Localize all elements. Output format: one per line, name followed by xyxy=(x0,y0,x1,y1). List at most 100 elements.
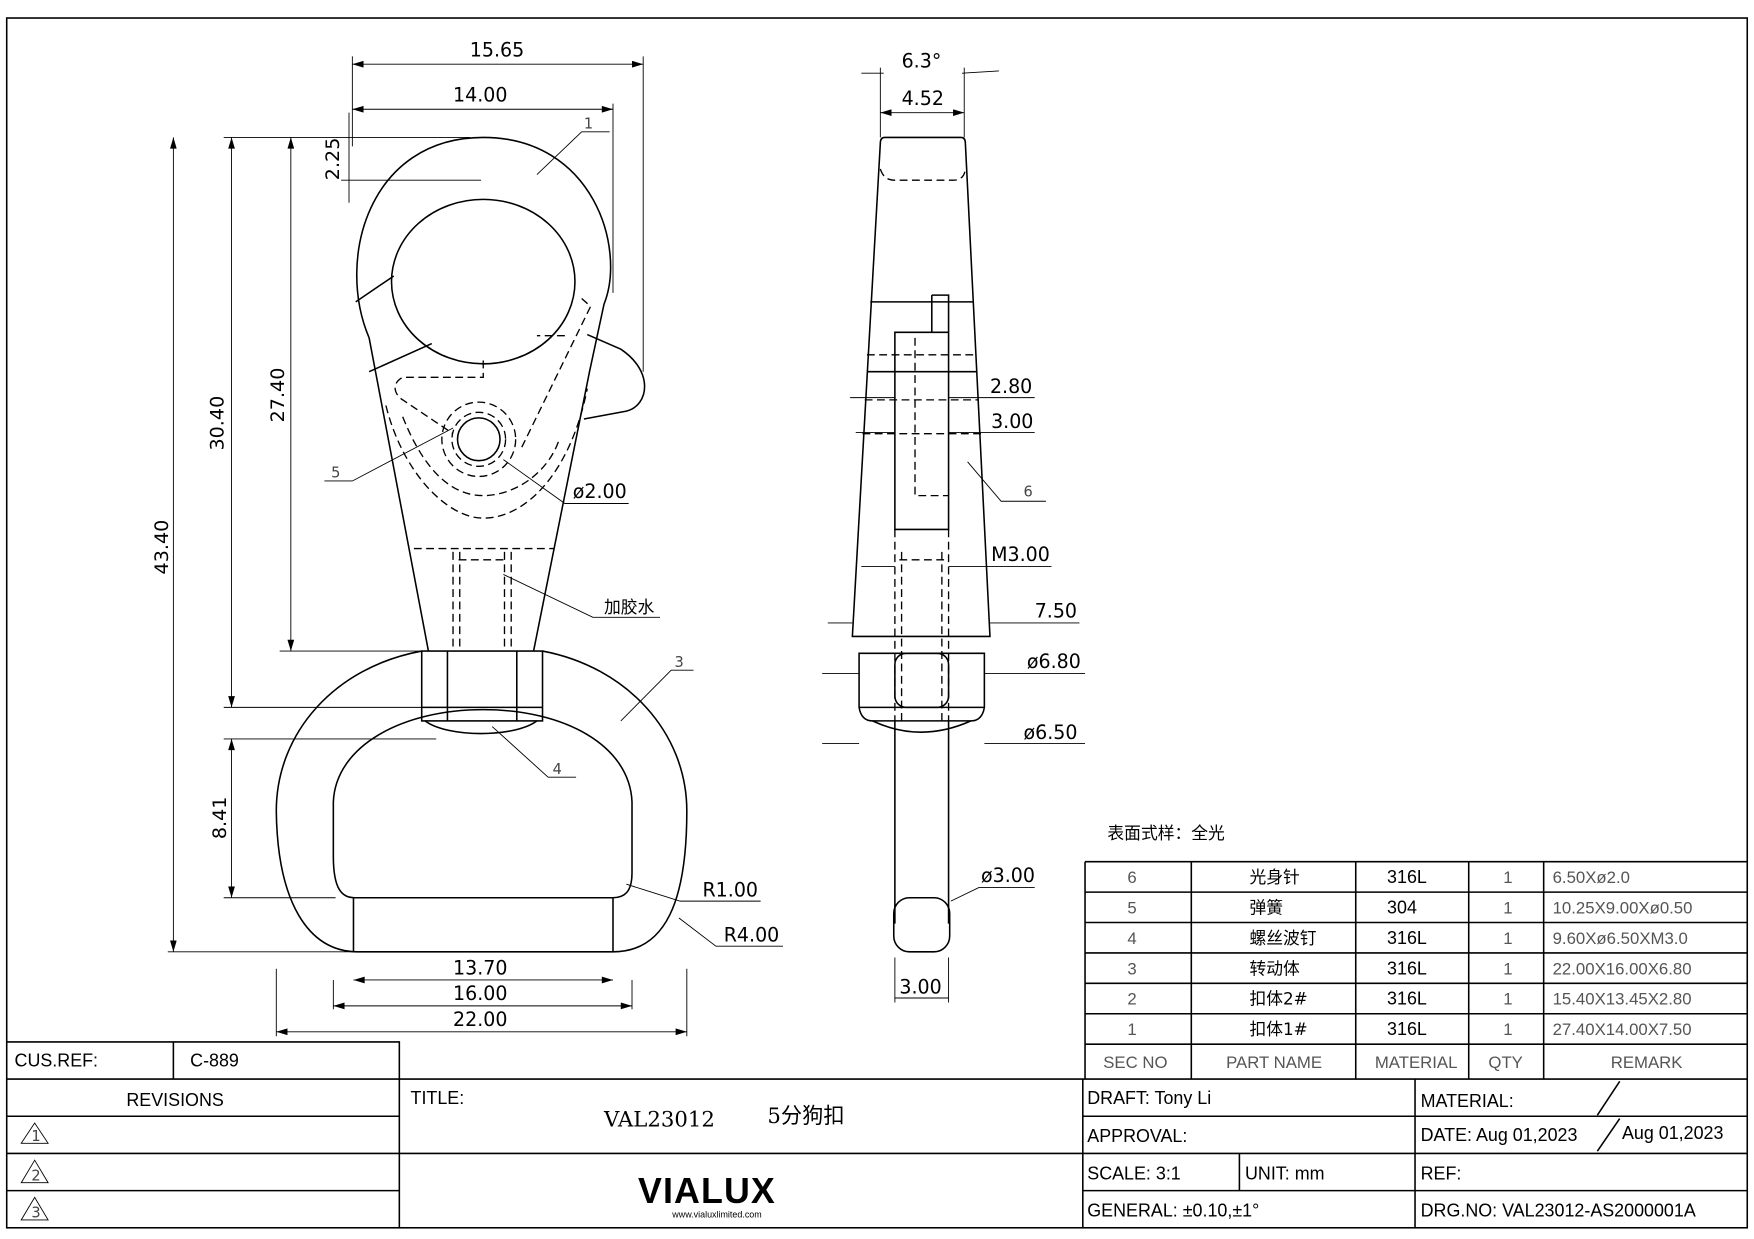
pin-hole xyxy=(456,417,501,462)
bom-header-material: MATERIAL xyxy=(1375,1053,1458,1072)
bom-cell-remark: 6.50Xø2.0 xyxy=(1553,868,1630,887)
gate-lines xyxy=(355,275,433,373)
side-pin-end xyxy=(892,896,951,953)
revision-number: 1 xyxy=(31,1128,40,1145)
dim-text-R4.00: R4.00 xyxy=(724,925,780,947)
hook-body-outline xyxy=(356,136,612,652)
bom-cell-material: 316L xyxy=(1387,928,1427,948)
revision-1: 1 xyxy=(20,1122,49,1145)
bom-cell-qty: 1 xyxy=(1503,898,1512,917)
swivel-ring-inner xyxy=(332,708,633,952)
bom-header-part-name: PART NAME xyxy=(1226,1053,1322,1072)
bom-cell-material: 316L xyxy=(1387,958,1427,978)
bom-cell-material: 316L xyxy=(1387,989,1427,1009)
company-url: www.vialuxlimited.com xyxy=(671,1210,761,1220)
bom-cell-part-name: 螺丝波钉 xyxy=(1249,928,1316,948)
bom-cell-sec-no: 2 xyxy=(1127,990,1136,1009)
bom-header-remark: REMARK xyxy=(1611,1053,1684,1072)
side-nut-inner xyxy=(894,652,950,709)
revision-triangle-icon xyxy=(20,1159,49,1184)
bom-cell-material: 304 xyxy=(1387,897,1417,917)
dim-text-16.00: 16.00 xyxy=(453,983,507,1005)
bom-cell-qty: 1 xyxy=(1503,868,1512,887)
bom-cell-sec-no: 6 xyxy=(1127,868,1136,887)
revision-number: 2 xyxy=(31,1167,40,1184)
bom-cell-material: 316L xyxy=(1387,867,1427,887)
leaders xyxy=(324,131,784,947)
dim-text-phi3.00: ø3.00 xyxy=(981,865,1035,887)
part-label-5: 5 xyxy=(331,465,340,482)
dim-text-22.00: 22.00 xyxy=(453,1009,507,1031)
pin-hole-ring xyxy=(451,411,507,468)
dim-text-phi2.00: ø2.00 xyxy=(573,481,627,503)
drawing-frame xyxy=(5,17,1749,1229)
side-view: 6.3° 4.52 2.80 3.00 6 M3.00 7.50 ø6.80 ø… xyxy=(822,51,1086,1003)
front-view: 15.65 14.00 2.25 43.40 30.40 27.40 8.41 … xyxy=(151,39,784,1037)
dim-text-7.50: 7.50 xyxy=(1035,600,1077,622)
bom-cell-sec-no: 3 xyxy=(1127,959,1136,978)
general-tolerance-field: GENERAL: ±0.10,±1° xyxy=(1087,1200,1259,1220)
bom-cell-qty: 1 xyxy=(1503,990,1512,1009)
draft-field: DRAFT: Tony Li xyxy=(1087,1088,1211,1108)
nut xyxy=(420,650,544,722)
bom-cell-part-name: 光身针 xyxy=(1249,867,1299,887)
part-label-1: 1 xyxy=(584,115,593,132)
company-logo: VIALUX xyxy=(638,1170,776,1211)
side-pin xyxy=(872,720,972,924)
nut-lines xyxy=(421,651,543,735)
dim-text-13.70: 13.70 xyxy=(453,957,507,979)
bom-grid xyxy=(1084,860,1748,1080)
bom-header-sec-no: SEC NO xyxy=(1103,1053,1167,1072)
bom-cell-qty: 1 xyxy=(1503,1020,1512,1039)
dim-text-4.52: 4.52 xyxy=(902,88,944,110)
dim-text-phi6.50: ø6.50 xyxy=(1024,722,1078,744)
bom-header-qty: QTY xyxy=(1488,1053,1522,1072)
dim-text-30.40: 30.40 xyxy=(207,396,229,451)
dim-text-27.40: 27.40 xyxy=(267,368,289,423)
revision-triangle-icon xyxy=(20,1122,49,1144)
dim-text-M3.00: M3.00 xyxy=(991,544,1050,566)
bom-cell-qty: 1 xyxy=(1503,959,1512,978)
hook-eye xyxy=(390,198,576,365)
side-body xyxy=(851,136,991,638)
bom-cell-part-name: 转动体 xyxy=(1249,958,1299,978)
drawing-number-field: DRG.NO: VAL23012-AS2000001A xyxy=(1421,1200,1696,1220)
revision-triangle-icon xyxy=(20,1196,49,1221)
part-label-6: 6 xyxy=(1024,484,1033,501)
dim-text-R1.00: R1.00 xyxy=(702,880,758,902)
part-label-4: 4 xyxy=(553,761,562,778)
dim-text-15.65: 15.65 xyxy=(470,39,524,61)
date-field-2: Aug 01,2023 xyxy=(1622,1123,1723,1143)
finish-note: 表面式样：全光 xyxy=(1107,823,1225,843)
swivel-ring-outer xyxy=(275,650,688,953)
revision-2: 2 xyxy=(20,1159,49,1184)
part-label-3: 3 xyxy=(675,654,684,671)
bom-cell-part-name: 扣体2# xyxy=(1249,989,1307,1009)
side-hidden xyxy=(862,337,982,721)
title-block-grid xyxy=(6,1041,1748,1228)
revisions-label: REVISIONS xyxy=(126,1090,223,1110)
material-field: MATERIAL: xyxy=(1421,1091,1514,1111)
gate-tab xyxy=(583,333,646,420)
pin-hole-ring-outer xyxy=(441,401,517,478)
dim-text-8.41: 8.41 xyxy=(209,797,231,840)
bom-cell-material: 316L xyxy=(1387,1019,1427,1039)
side-top-hidden xyxy=(879,168,967,181)
unit-field: UNIT: mm xyxy=(1245,1163,1325,1183)
title-code: VAL23012 xyxy=(603,1107,715,1132)
glue-note: 加胶水 xyxy=(604,597,654,617)
revision-3: 3 xyxy=(20,1196,49,1222)
side-slot xyxy=(894,294,950,531)
screw-hidden xyxy=(413,547,554,652)
bom-cell-sec-no: 4 xyxy=(1127,929,1136,948)
title-block: CUS.REF: C-889 REVISIONS 1 2 3 TITLE: VA… xyxy=(6,1041,1748,1228)
side-nut xyxy=(858,652,986,722)
bom-cell-qty: 1 xyxy=(1503,929,1512,948)
dim-text-2.25: 2.25 xyxy=(322,138,344,181)
bom-cell-part-name: 弹簧 xyxy=(1249,897,1283,917)
scale-field: SCALE: 3:1 xyxy=(1087,1163,1180,1183)
dim-text-2.80: 2.80 xyxy=(990,376,1032,398)
dim-lines xyxy=(167,56,688,1037)
cus-ref-label: CUS.REF: xyxy=(15,1051,99,1071)
